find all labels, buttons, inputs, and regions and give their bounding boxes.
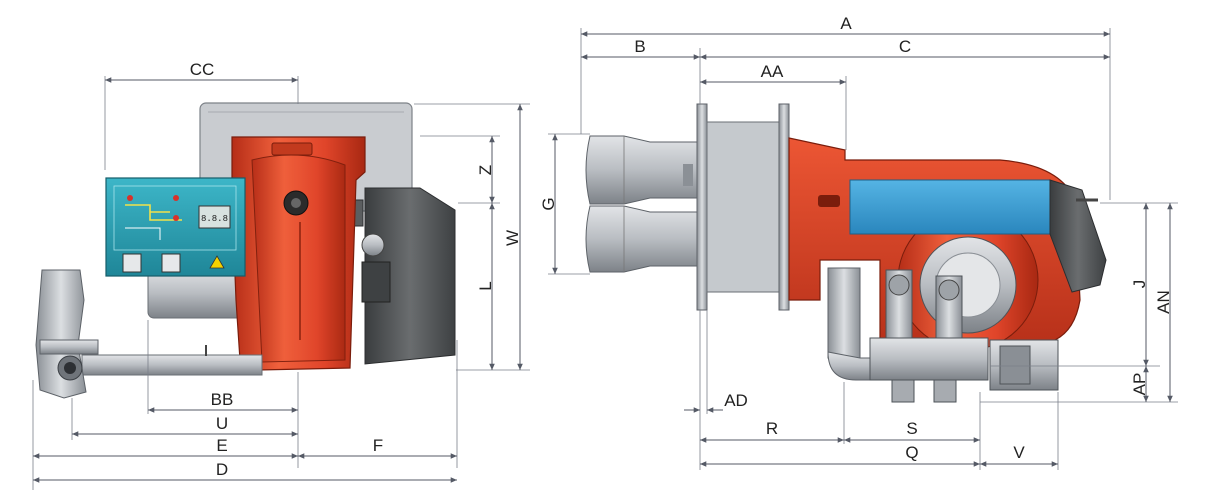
label-w: W bbox=[503, 230, 522, 246]
blue-cover-plate bbox=[849, 179, 1051, 235]
label-bb: BB bbox=[211, 390, 234, 409]
label-r: R bbox=[766, 419, 778, 438]
label-aa: AA bbox=[761, 62, 784, 81]
warning-icon bbox=[209, 255, 225, 269]
air-damper-knob bbox=[361, 233, 385, 257]
label-v: V bbox=[1013, 443, 1025, 462]
label-d: D bbox=[216, 460, 228, 479]
gas-valve-body bbox=[35, 269, 87, 399]
label-j: J bbox=[1130, 280, 1149, 289]
label-s: S bbox=[906, 419, 917, 438]
blast-tube-lower bbox=[585, 205, 701, 273]
label-an: AN bbox=[1154, 290, 1173, 314]
mounting-flange bbox=[696, 103, 708, 311]
label-c: C bbox=[899, 37, 911, 56]
label-ap: AP bbox=[1130, 373, 1149, 396]
label-b: B bbox=[634, 37, 645, 56]
label-e: E bbox=[216, 436, 227, 455]
label-q: Q bbox=[905, 443, 918, 462]
label-z: Z bbox=[476, 165, 495, 175]
label-a: A bbox=[840, 14, 852, 33]
panel-switch-2 bbox=[161, 253, 181, 273]
label-l: L bbox=[476, 281, 495, 290]
rear-cover bbox=[1049, 179, 1107, 293]
panel-display-value: 8.8.8 bbox=[201, 214, 228, 224]
gas-pipe bbox=[81, 354, 263, 376]
panel-display bbox=[198, 205, 231, 229]
front-view: A B C AA G J AN AP AD bbox=[539, 14, 1178, 470]
label-cc: CC bbox=[190, 60, 215, 79]
air-hood bbox=[364, 187, 456, 365]
side-view: 8.8.8 CC Z W L bbox=[32, 60, 530, 490]
label-g: G bbox=[539, 197, 558, 210]
panel-switch-1 bbox=[122, 253, 142, 273]
gas-valve-train bbox=[869, 337, 989, 381]
blast-tube-upper bbox=[585, 135, 701, 205]
label-f: F bbox=[373, 436, 383, 455]
head-housing bbox=[706, 121, 780, 293]
label-u: U bbox=[216, 414, 228, 433]
gas-riser-pipe bbox=[827, 267, 861, 359]
label-ad: AD bbox=[724, 391, 748, 410]
